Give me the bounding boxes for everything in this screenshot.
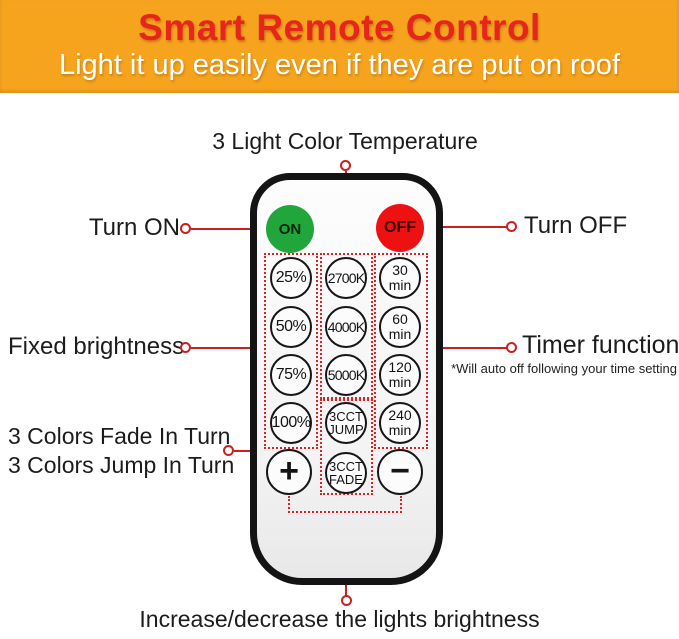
brightness-100-button[interactable]: 100% bbox=[270, 402, 312, 444]
connector-line-turn-off bbox=[424, 226, 507, 228]
timer-240min-button[interactable]: 240 min bbox=[379, 402, 421, 444]
connector-dot-turn-off bbox=[506, 221, 517, 232]
page-subtitle: Light it up easily even if they are put … bbox=[58, 49, 620, 81]
bracket-left bbox=[288, 496, 290, 513]
label-turn-on: Turn ON bbox=[88, 214, 180, 241]
power-on-button[interactable]: ON bbox=[266, 205, 314, 253]
connector-line-timer bbox=[427, 347, 507, 349]
connector-dot-fixed bbox=[180, 342, 191, 353]
brightness-25-button[interactable]: 25% bbox=[270, 257, 312, 299]
connector-line-fixed bbox=[191, 347, 265, 349]
power-off-button[interactable]: OFF bbox=[376, 204, 424, 252]
connector-line-turn-on bbox=[191, 228, 266, 230]
bracket-right bbox=[400, 496, 402, 513]
label-brightness-updown: Increase/decrease the lights brightness bbox=[139, 606, 540, 632]
label-timer-function: Timer function bbox=[522, 331, 679, 359]
connector-dot-timer bbox=[506, 342, 517, 353]
cct-2700k-button[interactable]: 2700K bbox=[325, 257, 367, 299]
header-banner: Smart Remote Control Light it up easily … bbox=[0, 0, 679, 93]
timer-30min-button[interactable]: 30 min bbox=[379, 257, 421, 299]
connector-dot-top bbox=[340, 160, 351, 171]
label-fixed-brightness: Fixed brightness bbox=[8, 333, 185, 360]
timer-120min-button[interactable]: 120 min bbox=[379, 354, 421, 396]
brightness-decrease-button[interactable]: − bbox=[377, 449, 423, 495]
connector-dot-fade bbox=[223, 445, 234, 456]
dotted-group-cct-modes bbox=[320, 399, 373, 495]
label-color-temperature: 3 Light Color Temperature bbox=[212, 128, 478, 154]
bracket-bottom bbox=[288, 511, 402, 513]
connector-dot-turn-on bbox=[180, 223, 191, 234]
label-jump-in-turn: 3 Colors Jump In Turn bbox=[8, 452, 235, 478]
dotted-group-color-temp bbox=[320, 253, 373, 399]
label-fade-in-turn: 3 Colors Fade In Turn bbox=[8, 423, 231, 449]
cct-5000k-button[interactable]: 5000K bbox=[325, 354, 367, 396]
connector-dot-bottom bbox=[341, 595, 352, 606]
cct-fade-button[interactable]: 3CCT FADE bbox=[325, 452, 367, 494]
brightness-increase-button[interactable]: + bbox=[266, 449, 312, 495]
label-timer-note: *Will auto off following your time setti… bbox=[451, 361, 677, 376]
page-title: Smart Remote Control bbox=[138, 7, 541, 48]
label-turn-off: Turn OFF bbox=[524, 212, 628, 239]
timer-60min-button[interactable]: 60 min bbox=[379, 306, 421, 348]
brightness-50-button[interactable]: 50% bbox=[270, 306, 312, 348]
cct-4000k-button[interactable]: 4000K bbox=[325, 306, 367, 348]
brightness-75-button[interactable]: 75% bbox=[270, 354, 312, 396]
cct-jump-button[interactable]: 3CCT JUMP bbox=[325, 402, 367, 444]
dotted-group-timer bbox=[374, 253, 428, 449]
dotted-group-brightness bbox=[264, 253, 318, 449]
